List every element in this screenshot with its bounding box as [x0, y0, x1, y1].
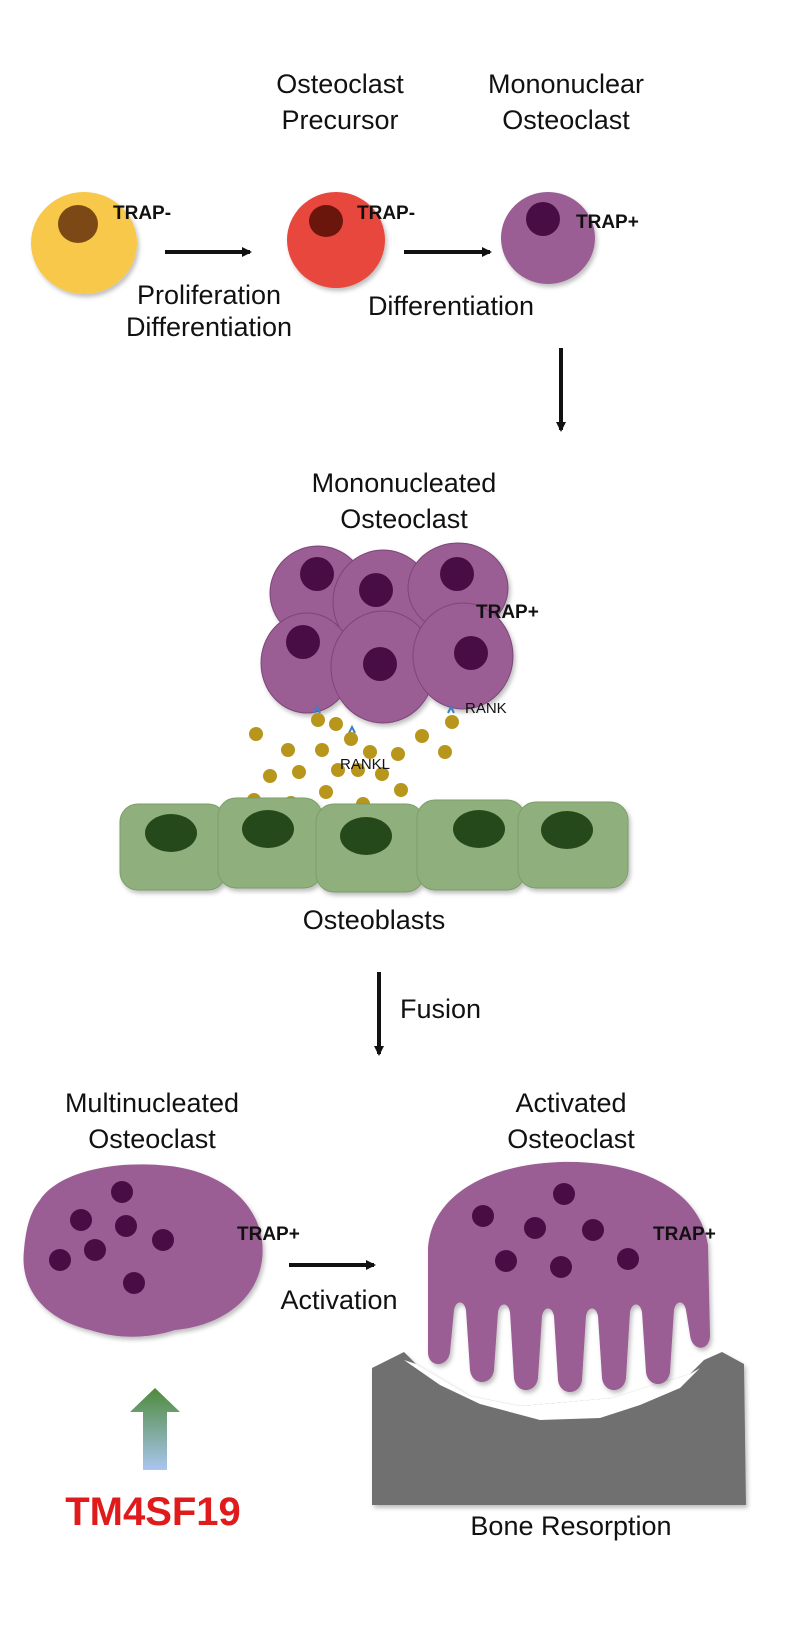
step1-label-line1: Proliferation [137, 280, 281, 310]
activated-title-line1: Activated [515, 1088, 626, 1118]
trap-label-cell2: TRAP- [357, 203, 415, 224]
rankl-label: RANKL [340, 756, 390, 773]
osteoblast-layer [119, 797, 629, 893]
trap-label-multi: TRAP+ [237, 1224, 300, 1245]
mononuclear-title-line2: Osteoclast [502, 105, 630, 135]
rank-receptors [313, 704, 455, 734]
fusion-label: Fusion [400, 994, 481, 1024]
osteoblasts-label: Osteoblasts [303, 905, 446, 935]
activated-title-line2: Osteoclast [507, 1124, 635, 1154]
mononuclear-title-line1: Mononuclear [488, 69, 644, 99]
mononucleated-osteoclast-cluster [260, 542, 514, 724]
trap-label-activated: TRAP+ [653, 1224, 716, 1245]
upregulation-arrow-icon [130, 1388, 180, 1470]
rank-label: RANK [465, 700, 507, 717]
bone-surface [372, 1352, 746, 1505]
step2-label: Differentiation [368, 291, 534, 321]
gene-label: TM4SF19 [65, 1490, 241, 1534]
activated-osteoclast-cell [428, 1161, 710, 1392]
activation-label: Activation [280, 1285, 397, 1315]
trap-label-cell1: TRAP- [113, 203, 171, 224]
mononucleated-title-line1: Mononucleated [312, 468, 497, 498]
yellow-progenitor-cell [31, 192, 137, 294]
mononuclear-osteoclast-cell [501, 192, 595, 284]
trap-label-cell3: TRAP+ [576, 212, 639, 233]
precursor-title-line1: Osteoclast [276, 69, 404, 99]
mononucleated-title-line2: Osteoclast [340, 504, 468, 534]
trap-label-cluster: TRAP+ [476, 602, 539, 623]
red-precursor-cell [287, 192, 385, 288]
bone-resorption-label: Bone Resorption [470, 1511, 671, 1541]
precursor-title-line2: Precursor [281, 105, 398, 135]
step1-label-line2: Differentiation [126, 312, 292, 342]
multinucleated-osteoclast-cell [23, 1164, 263, 1337]
multinucleated-title-line1: Multinucleated [65, 1088, 239, 1118]
multinucleated-title-line2: Osteoclast [88, 1124, 216, 1154]
